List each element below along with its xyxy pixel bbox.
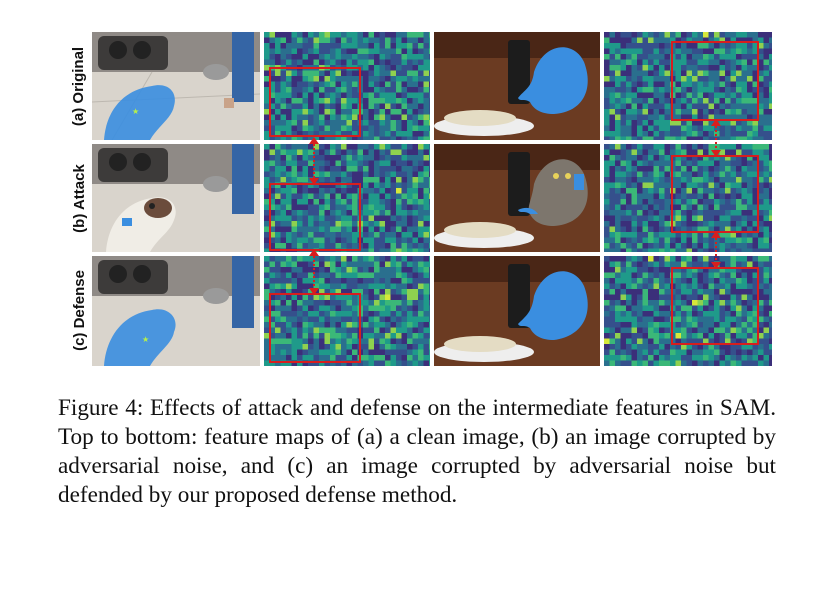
cat-image-original — [434, 32, 600, 140]
svg-text:★: ★ — [142, 335, 149, 344]
feature-map-2-original — [604, 32, 772, 140]
dog-image-defense: ★ — [92, 256, 260, 366]
dog-image-attack — [92, 144, 260, 252]
highlight-box — [269, 293, 361, 363]
feature-map-1-original — [264, 32, 430, 140]
feature-map-2-attack — [604, 144, 772, 252]
feature-map-1-defense — [264, 256, 430, 366]
figure: (a) Original (b) Attack (c) Defense ★ — [64, 28, 772, 370]
dog-image-original: ★ — [92, 32, 260, 140]
highlight-box — [671, 41, 759, 121]
segmentation-mask — [104, 85, 175, 140]
cat-image-defense — [434, 256, 600, 366]
highlight-box — [671, 155, 759, 233]
cat-image-attack — [434, 144, 600, 252]
highlight-box — [269, 183, 361, 251]
svg-text:★: ★ — [132, 107, 139, 116]
highlight-box — [269, 67, 361, 137]
highlight-box — [671, 267, 759, 345]
annotation-overlay — [269, 41, 759, 363]
figure-caption: Figure 4: Effects of attack and defense … — [58, 395, 776, 508]
